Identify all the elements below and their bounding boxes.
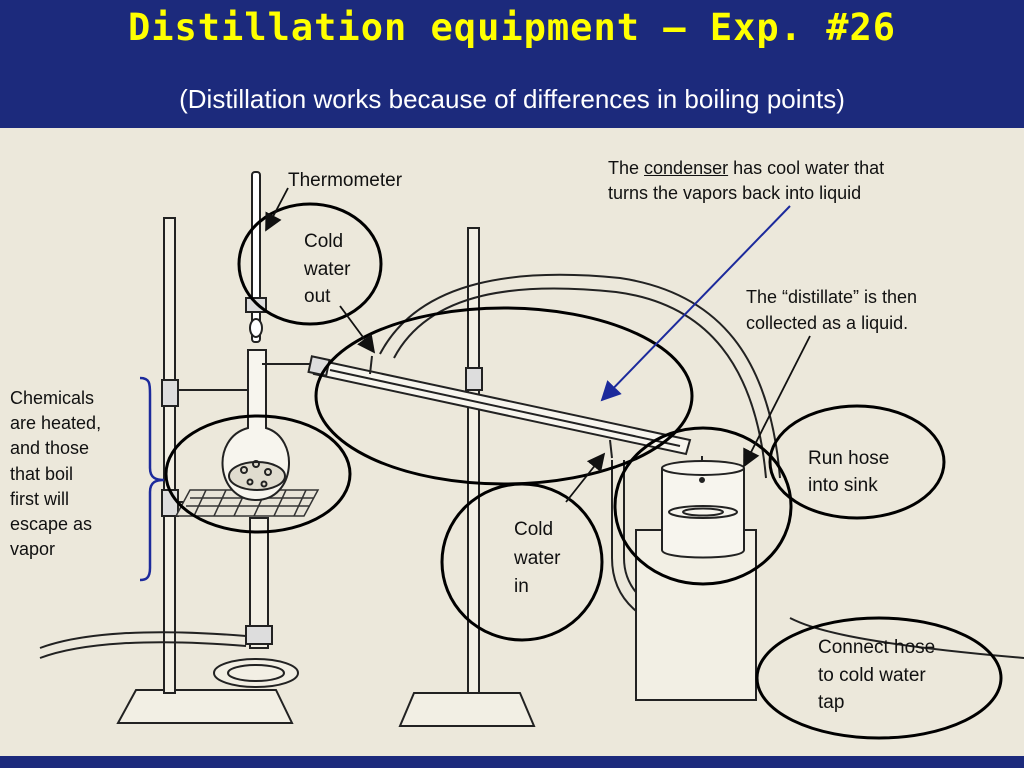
condenser-note: The condenser has cool water that turns … [608, 158, 885, 204]
right-ring-stand [398, 227, 536, 727]
slide-title: Distillation equipment – Exp. #26 [127, 6, 897, 49]
chemicals-note: Chemicals are heated, and those that boi… [10, 388, 102, 560]
cold-water-out-label: Cold water out [304, 231, 351, 308]
apparatus-drawing [39, 171, 1024, 740]
connect-hose-label: Connect hose to cold water tap [818, 637, 936, 714]
condenser [307, 355, 692, 459]
wire-gauze [174, 489, 320, 517]
thermometer-label: Thermometer [288, 170, 403, 191]
thermometer [245, 171, 267, 343]
header-bar: Distillation equipment – Exp. #26 (Disti… [0, 0, 1024, 128]
chemicals-bracket [139, 376, 165, 582]
callout-circles [164, 202, 1003, 740]
slide-subtitle: (Distillation works because of differenc… [179, 84, 845, 114]
distillate-note: The “distillate” is then collected as a … [746, 287, 918, 334]
distillation-diagram: Thermometer Cold water out The condenser… [0, 128, 1024, 756]
boiling-flask [221, 349, 318, 502]
cold-water-in-label: Cold water in [514, 519, 561, 597]
run-hose-label: Run hose into sink [808, 448, 890, 496]
receiving-beaker [635, 456, 757, 701]
bunsen-burner [39, 517, 299, 688]
footer-bar [0, 756, 1024, 768]
